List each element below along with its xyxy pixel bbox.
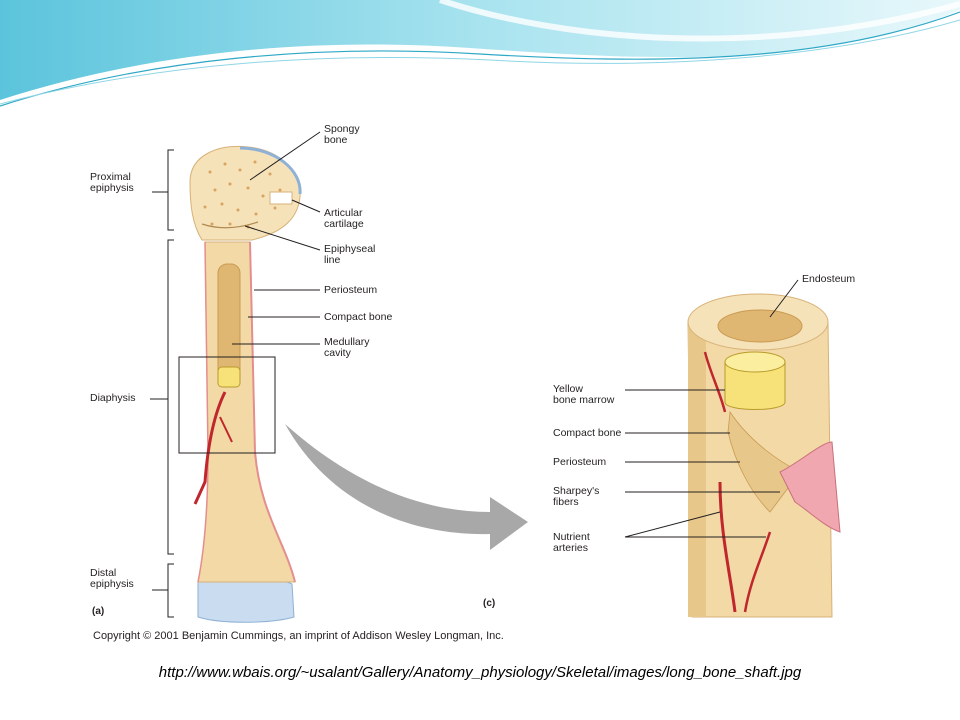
- header-wave-decoration: [0, 0, 960, 107]
- label-endosteum: Endosteum: [802, 273, 856, 285]
- label-compact-bone-c: Compact bone: [553, 427, 622, 439]
- label-yellow-bone-marrow: Yellow bone marrow: [553, 383, 615, 406]
- label-proximal-epiphysis: Proximal epiphysis: [90, 171, 134, 194]
- label-spongy-bone: Spongy bone: [324, 123, 360, 146]
- panel-label-c: (c): [483, 598, 496, 609]
- label-epiphyseal-line: Epiphyseal line: [324, 243, 376, 266]
- label-sharpeys-fibers: Sharpey's fibers: [553, 485, 600, 508]
- label-compact-bone-a: Compact bone: [324, 311, 393, 323]
- source-url: http://www.wbais.org/~usalant/Gallery/An…: [158, 664, 802, 681]
- label-nutrient-arteries: Nutrient arteries: [553, 531, 590, 554]
- bone-illustration: [150, 131, 841, 623]
- panel-label-a: (a): [92, 606, 105, 617]
- magnify-arrow: [285, 424, 528, 550]
- long-bone-drawing: [150, 131, 321, 623]
- shaft-section-drawing: [624, 279, 841, 618]
- copyright-notice: Copyright © 2001 Benjamin Cummings, an i…: [93, 630, 504, 642]
- label-periosteum-c: Periosteum: [553, 456, 607, 468]
- label-periosteum-a: Periosteum: [324, 284, 378, 296]
- label-distal-epiphysis: Distal epiphysis: [90, 567, 134, 590]
- label-articular-cartilage: Articular cartilage: [324, 207, 364, 230]
- label-diaphysis: Diaphysis: [90, 392, 136, 404]
- label-medullary-cavity: Medullary cavity: [324, 336, 370, 359]
- long-bone-figure: Proximal epiphysis Diaphysis Distal epip…: [80, 112, 880, 650]
